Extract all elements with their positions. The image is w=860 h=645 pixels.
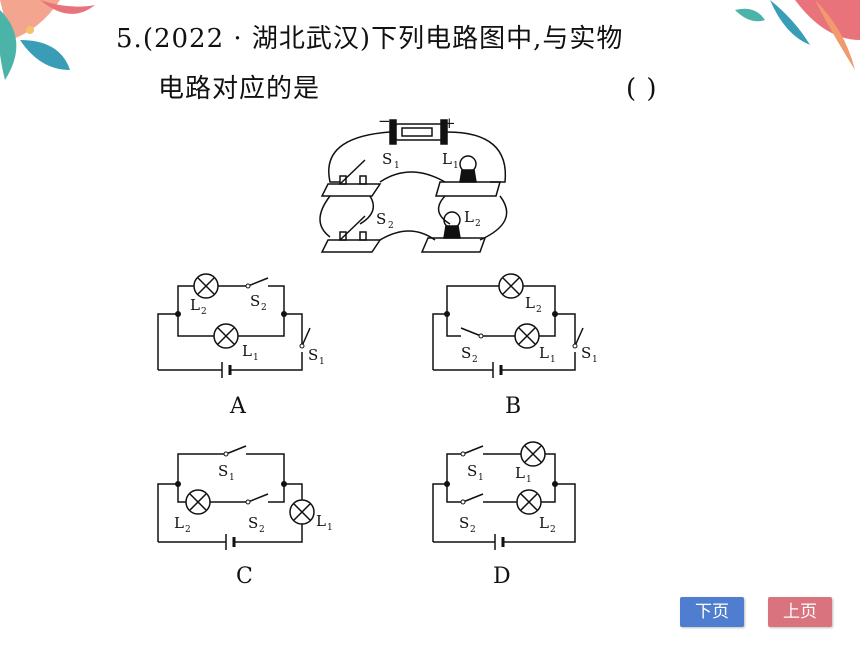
b-L1: L (539, 344, 549, 362)
d-L2-sub: 2 (550, 525, 556, 535)
label-L2: L (464, 208, 474, 226)
a-L1-sub: 1 (253, 353, 259, 363)
question-line-1: 5.(2022 · 湖北武汉)下列电路图中,与实物 (116, 14, 716, 64)
a-L2-sub: 2 (201, 307, 207, 317)
c-L1-sub: 1 (327, 523, 333, 533)
a-S2-sub: 2 (261, 303, 267, 313)
label-S1-sub: 1 (394, 161, 400, 171)
c-L1: L (316, 512, 326, 530)
d-S1: S (467, 462, 477, 480)
c-S2: S (248, 514, 258, 532)
b-S2: S (461, 344, 471, 362)
battery-plus-label: + (443, 114, 456, 132)
answer-blank: ( ) (626, 74, 658, 104)
c-L2-sub: 2 (185, 525, 191, 535)
option-c-label: C (236, 564, 253, 588)
d-L2: L (539, 514, 549, 532)
question-number: 5. (116, 24, 143, 54)
label-L1-sub: 1 (453, 161, 459, 171)
physical-circuit-figure: − + S 1 L 1 S 2 L 2 (319, 112, 508, 253)
c-S2-sub: 2 (259, 525, 265, 535)
c-S1-sub: 1 (229, 473, 235, 483)
a-L1: L (242, 342, 252, 360)
decor-top-right (735, 0, 860, 70)
d-S2: S (459, 514, 469, 532)
label-S2: S (376, 210, 386, 228)
option-b-label: B (505, 394, 521, 418)
question-text: 5.(2022 · 湖北武汉)下列电路图中,与实物 电路对应的是 ( ) (116, 14, 716, 114)
battery-minus-label: − (378, 112, 391, 130)
decor-top-left (0, 0, 95, 80)
label-L1: L (442, 150, 452, 168)
c-S1: S (218, 462, 228, 480)
previous-page-button[interactable]: 上页 (768, 597, 832, 627)
next-page-button[interactable]: 下页 (680, 597, 744, 627)
d-L1-sub: 1 (526, 475, 532, 485)
d-S1-sub: 1 (478, 473, 484, 483)
c-L2: L (174, 514, 184, 532)
b-S1: S (581, 344, 591, 362)
b-S2-sub: 2 (472, 355, 478, 365)
question-source: (2022 · 湖北武汉) (142, 24, 372, 54)
b-L2-sub: 2 (536, 305, 542, 315)
a-S2: S (250, 292, 260, 310)
b-L2: L (525, 294, 535, 312)
b-L1-sub: 1 (550, 355, 556, 365)
b-S1-sub: 1 (592, 355, 598, 365)
d-S2-sub: 2 (470, 525, 476, 535)
label-S1: S (382, 150, 392, 168)
option-d-label: D (493, 564, 511, 588)
question-line-2: 电路对应的是 ( ) (116, 64, 716, 114)
a-S1-sub: 1 (319, 357, 325, 367)
a-L2: L (190, 296, 200, 314)
question-stem: 下列电路图中,与实物 (371, 24, 624, 54)
label-L2-sub: 2 (475, 219, 481, 229)
label-S2-sub: 2 (388, 221, 394, 231)
d-L1: L (515, 464, 525, 482)
question-stem-cont: 电路对应的是 (158, 74, 321, 104)
option-a-label: A (229, 394, 247, 418)
a-S1: S (308, 346, 318, 364)
